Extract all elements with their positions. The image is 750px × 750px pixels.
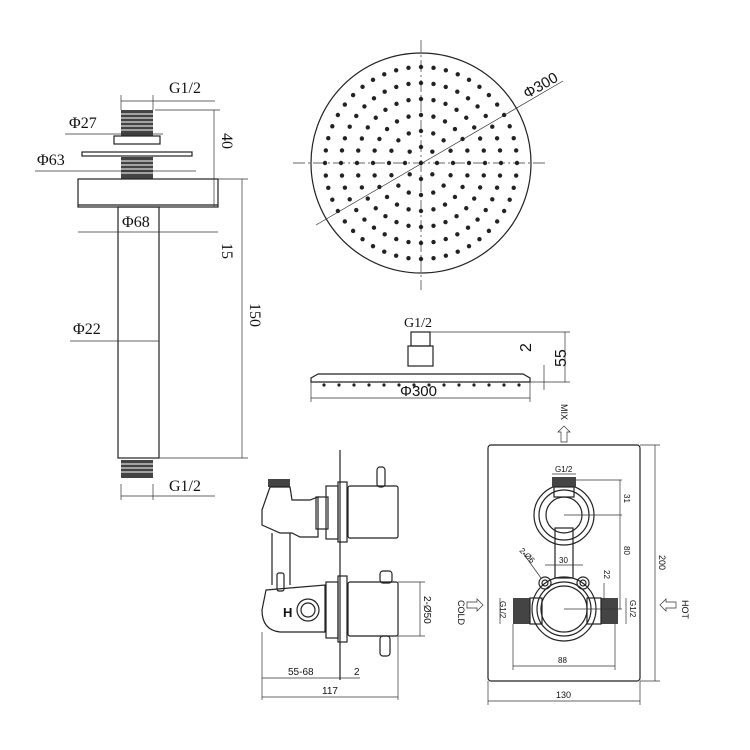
height-top-label: 40 [218, 133, 235, 149]
canopy-height-label: 15 [218, 243, 235, 259]
top-thread-label: G1/2 [169, 80, 201, 97]
head-top-dia-label: Φ300 [521, 69, 562, 102]
hot-marker: H [283, 605, 292, 620]
plate-thickness-label: 2 [354, 667, 360, 678]
inlet-left-thread-label: G1/2 [498, 601, 507, 619]
pipe [117, 206, 160, 459]
plate-width-label: 130 [556, 690, 571, 700]
hot-label: HOT [680, 600, 690, 620]
mounting-holes-label: 2-Ø6 [518, 546, 537, 565]
inlet-spacing-label: 88 [558, 656, 567, 665]
valve-front-view: MIX COLD HOT G1/2 31 80 [456, 404, 690, 705]
handle-dia-label: 2-Ø50 [421, 596, 432, 624]
head-height-label: 55 [553, 349, 570, 367]
flange-dia-label: Φ63 [37, 152, 65, 169]
outlet-offset-label: 31 [622, 494, 631, 503]
inlet-right-thread-label: G1/2 [628, 600, 637, 618]
shower-head-side-view: Φ300 G1/2 2 55 [310, 316, 570, 402]
canopy-dia-label: Φ68 [122, 214, 150, 231]
cold-label: COLD [456, 600, 466, 626]
front-plate [487, 444, 641, 682]
canopy [77, 178, 219, 208]
depth-range-label: 55-68 [288, 667, 314, 678]
mix-label: MIX [559, 404, 569, 420]
ceiling-arm: G1/2 Φ27 Φ63 Φ68 Φ22 G1/2 40 15 150 [35, 80, 263, 500]
length-label: 150 [246, 303, 263, 327]
thread-dia-label: Φ27 [69, 115, 97, 132]
offset-label: 22 [602, 570, 611, 579]
center-distance-label: 80 [622, 546, 631, 555]
head-thickness-label: 2 [518, 343, 535, 352]
pipe-dia-label: Φ22 [73, 321, 101, 338]
shower-head-top-view: Φ300 [293, 40, 564, 290]
total-depth-label: 117 [322, 686, 338, 697]
valve-side-view: H 2-Ø50 55-68 2 117 [261, 450, 432, 700]
hole-spacing-label: 30 [559, 556, 568, 565]
bottom-thread-label: G1/2 [169, 478, 201, 495]
plate-height-label: 200 [657, 555, 667, 570]
head-side-thread-label: G1/2 [404, 316, 432, 331]
outlet-thread-label: G1/2 [555, 465, 573, 474]
head-side-dia-label: Φ300 [400, 383, 437, 400]
